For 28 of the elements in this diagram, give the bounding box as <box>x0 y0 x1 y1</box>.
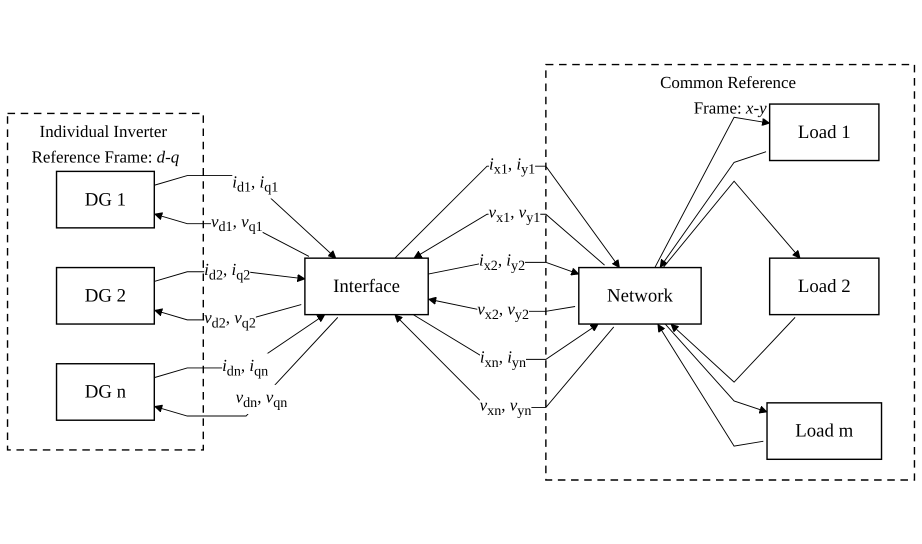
edge-label: i$_{x2}$, i$_{y2}$ <box>478 250 526 274</box>
edge-label: v$_{d1}$, v$_{q1}$ <box>210 212 263 235</box>
edge-label: v$_{dn}$, v$_{qn}$ <box>236 387 288 410</box>
node-box: Load m <box>766 402 882 460</box>
edge-label: i$_{d2}$, i$_{q2}$ <box>204 260 250 283</box>
edge-label: v$_{xn}$, v$_{yn}$ <box>480 395 532 419</box>
node-box: DG 2 <box>56 266 156 324</box>
arrow <box>154 316 338 416</box>
edge-label: i$_{x1}$, i$_{y1}$ <box>489 154 536 178</box>
node-box: Network <box>578 266 702 324</box>
node-box: DG n <box>56 362 156 421</box>
arrow <box>657 324 764 446</box>
arrow <box>660 150 767 268</box>
edge-label: i$_{d1}$, i$_{q1}$ <box>232 172 278 196</box>
edge-label: v$_{d2}$, v$_{q2}$ <box>204 308 256 331</box>
node-box: Load 2 <box>768 257 880 316</box>
arrow <box>662 180 800 268</box>
edge-label: i$_{xn}$, i$_{yn}$ <box>480 347 526 370</box>
edge-label: v$_{x2}$, v$_{y2}$ <box>477 299 529 322</box>
arrow <box>654 116 770 268</box>
edge-label: v$_{x1}$, v$_{y1}$ <box>488 202 540 226</box>
node-box: Interface <box>304 257 429 316</box>
arrow <box>670 316 796 383</box>
arrow <box>394 165 620 268</box>
node-box: Load 1 <box>768 103 880 161</box>
edge-label: i$_{dn}$, i$_{qn}$ <box>222 356 268 379</box>
node-box: DG 1 <box>56 170 156 228</box>
arrow <box>664 323 768 414</box>
